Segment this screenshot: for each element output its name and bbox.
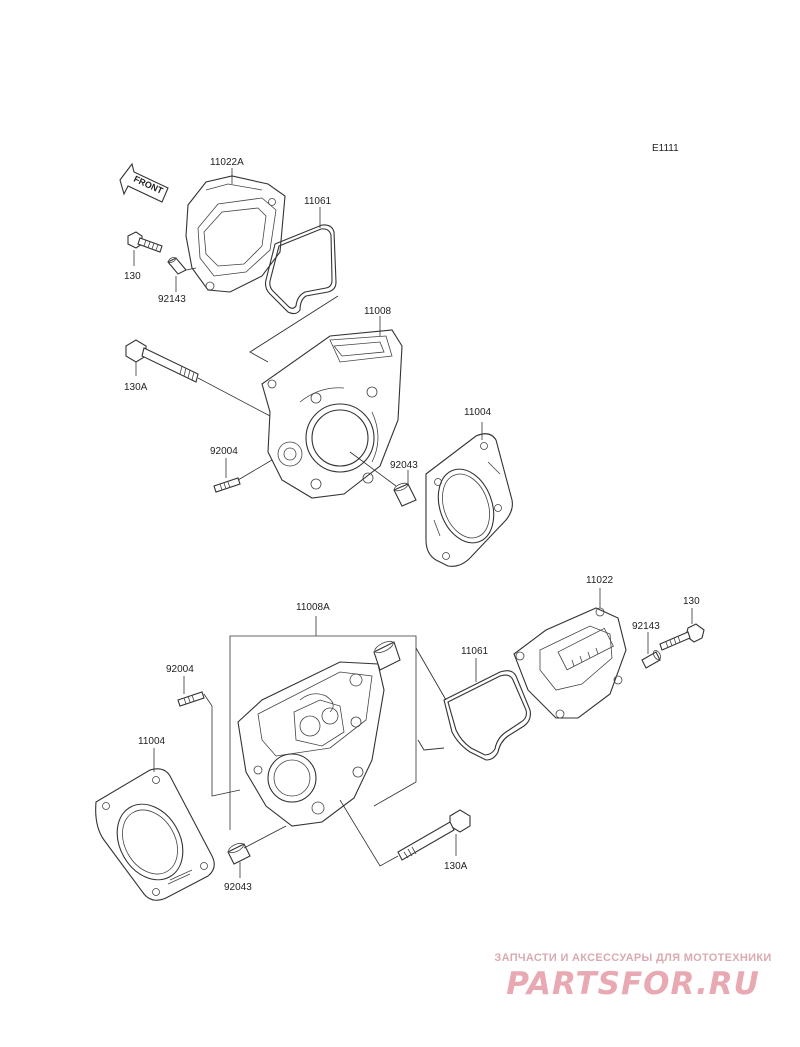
label-92004-top: 92004 <box>210 446 238 457</box>
label-92004-bottom: 92004 <box>166 664 194 675</box>
label-92043-top: 92043 <box>390 460 418 471</box>
dohc-emblem-icon <box>557 627 614 671</box>
bolt-130a-bottom[interactable] <box>397 809 471 861</box>
label-11022: 11022 <box>586 575 614 586</box>
label-92143-top: 92143 <box>158 294 186 305</box>
head-cover-gasket-11061-top[interactable] <box>264 224 337 315</box>
head-gasket-11004-top[interactable] <box>425 433 513 567</box>
dowel-92043-bottom[interactable] <box>227 841 251 865</box>
label-11022a: 11022A <box>210 157 244 168</box>
dowel-pin-92143-top[interactable] <box>167 256 187 275</box>
label-11061-bottom: 11061 <box>461 646 489 657</box>
front-arrow-icon: FRONT <box>119 162 169 203</box>
label-11008a: 11008A <box>296 602 330 613</box>
label-130a-top: 130A <box>124 382 148 393</box>
dowel-pin-92143-bottom[interactable] <box>641 649 662 669</box>
dowel-92043-top[interactable] <box>393 482 417 507</box>
label-11008: 11008 <box>364 306 392 317</box>
cylinder-head-11008[interactable] <box>261 329 403 499</box>
label-130-bottom: 130 <box>683 596 700 607</box>
stud-92004-top[interactable] <box>213 477 241 493</box>
bolt-130-bottom[interactable] <box>659 623 705 651</box>
head-cover-gasket-11061-bottom[interactable] <box>443 670 531 761</box>
watermark-brand: PARTSFOR.RU <box>506 966 760 1002</box>
label-11061-top: 11061 <box>304 196 332 207</box>
diagram-code: E1111 <box>652 143 679 154</box>
label-11004-bottom: 11004 <box>138 736 166 747</box>
label-92143-bottom: 92143 <box>632 621 660 632</box>
watermark-tagline: ЗАПЧАСТИ И АКСЕССУАРЫ ДЛЯ МОТОТЕХНИКИ <box>494 952 772 964</box>
bolt-130-top[interactable] <box>127 231 163 253</box>
cylinder-head-cover-11022[interactable] <box>513 607 627 719</box>
label-130-top: 130 <box>124 271 141 282</box>
cylinder-head-11008a[interactable] <box>237 639 401 827</box>
label-92043-bottom: 92043 <box>224 882 252 893</box>
cylinder-head-cover-11022a[interactable] <box>185 175 286 293</box>
label-11004-top: 11004 <box>464 407 492 418</box>
bolt-130a-top[interactable] <box>125 339 199 383</box>
label-130a-bottom: 130A <box>444 861 468 872</box>
stud-92004-bottom[interactable] <box>177 691 205 707</box>
head-gasket-11004-bottom[interactable] <box>95 768 215 901</box>
